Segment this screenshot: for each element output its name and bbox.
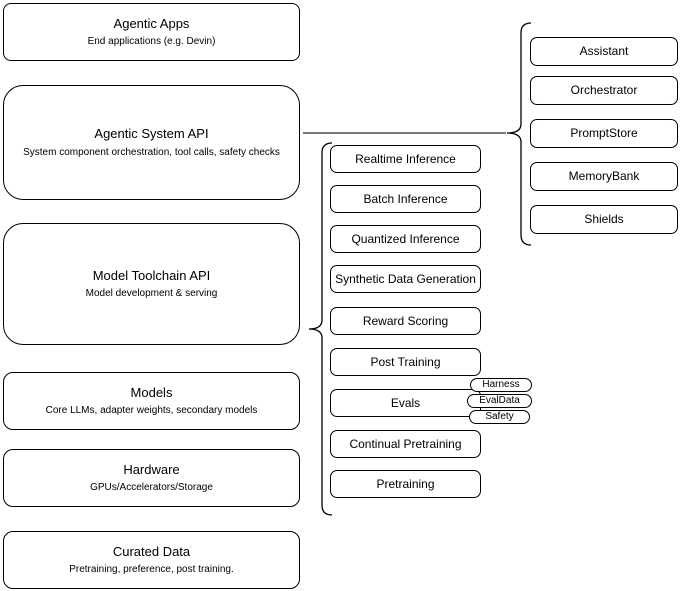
pill-label: EvalData xyxy=(479,395,520,406)
box-pretraining: Pretraining xyxy=(330,470,481,498)
box-subtitle: Model development & serving xyxy=(85,288,218,300)
box-title: Model Toolchain API xyxy=(92,267,211,283)
box-shields: Shields xyxy=(530,205,678,234)
box-model-toolchain-api: Model Toolchain API Model development & … xyxy=(3,223,300,345)
box-quantized-inference: Quantized Inference xyxy=(330,225,481,253)
system-components-brace xyxy=(506,22,532,246)
box-promptstore: PromptStore xyxy=(530,119,678,148)
box-label: PromptStore xyxy=(570,126,638,141)
box-title: Agentic Apps xyxy=(113,15,190,31)
pill-evaldata: EvalData xyxy=(467,394,532,408)
box-reward-scoring: Reward Scoring xyxy=(330,307,481,335)
box-hardware: Hardware GPUs/Accelerators/Storage xyxy=(3,449,300,507)
box-subtitle: GPUs/Accelerators/Storage xyxy=(90,482,213,494)
box-continual-pretraining: Continual Pretraining xyxy=(330,430,481,458)
box-models: Models Core LLMs, adapter weights, secon… xyxy=(3,372,300,430)
box-label: Post Training xyxy=(370,354,441,369)
box-title: Curated Data xyxy=(112,543,191,559)
box-label: MemoryBank xyxy=(568,169,640,184)
box-label: Pretraining xyxy=(376,476,435,491)
box-realtime-inference: Realtime Inference xyxy=(330,145,481,173)
box-agentic-system-api: Agentic System API System component orch… xyxy=(3,85,300,200)
box-assistant: Assistant xyxy=(530,37,678,66)
box-post-training: Post Training xyxy=(330,348,481,376)
box-subtitle: System component orchestration, tool cal… xyxy=(23,146,280,158)
box-title: Models xyxy=(130,384,173,400)
box-orchestrator: Orchestrator xyxy=(530,76,678,105)
pill-safety: Safety xyxy=(469,410,530,424)
box-memorybank: MemoryBank xyxy=(530,162,678,191)
box-label: Batch Inference xyxy=(363,191,448,206)
box-label: Quantized Inference xyxy=(351,231,460,246)
box-label: Reward Scoring xyxy=(362,313,449,328)
box-label: Realtime Inference xyxy=(355,151,456,166)
box-batch-inference: Batch Inference xyxy=(330,185,481,213)
pill-label: Harness xyxy=(482,379,520,390)
box-label: Evals xyxy=(390,395,421,410)
box-subtitle: Pretraining, preference, post training. xyxy=(69,564,234,576)
box-label: Orchestrator xyxy=(570,83,638,98)
box-label: Continual Pretraining xyxy=(349,436,462,451)
box-evals: Evals xyxy=(330,389,481,417)
box-subtitle: Core LLMs, adapter weights, secondary mo… xyxy=(45,405,258,417)
box-synthetic-data-generation: Synthetic Data Generation xyxy=(330,265,481,293)
pill-label: Safety xyxy=(485,411,514,422)
box-curated-data: Curated Data Pretraining, preference, po… xyxy=(3,531,300,589)
box-subtitle: End applications (e.g. Devin) xyxy=(87,36,216,48)
box-label: Synthetic Data Generation xyxy=(335,271,476,286)
box-label: Assistant xyxy=(579,44,629,59)
box-agentic-apps: Agentic Apps End applications (e.g. Devi… xyxy=(3,3,300,61)
toolchain-brace xyxy=(308,142,333,516)
box-label: Shields xyxy=(584,212,624,227)
pill-harness: Harness xyxy=(470,378,532,392)
box-title: Agentic System API xyxy=(94,126,209,142)
box-title: Hardware xyxy=(123,461,180,477)
